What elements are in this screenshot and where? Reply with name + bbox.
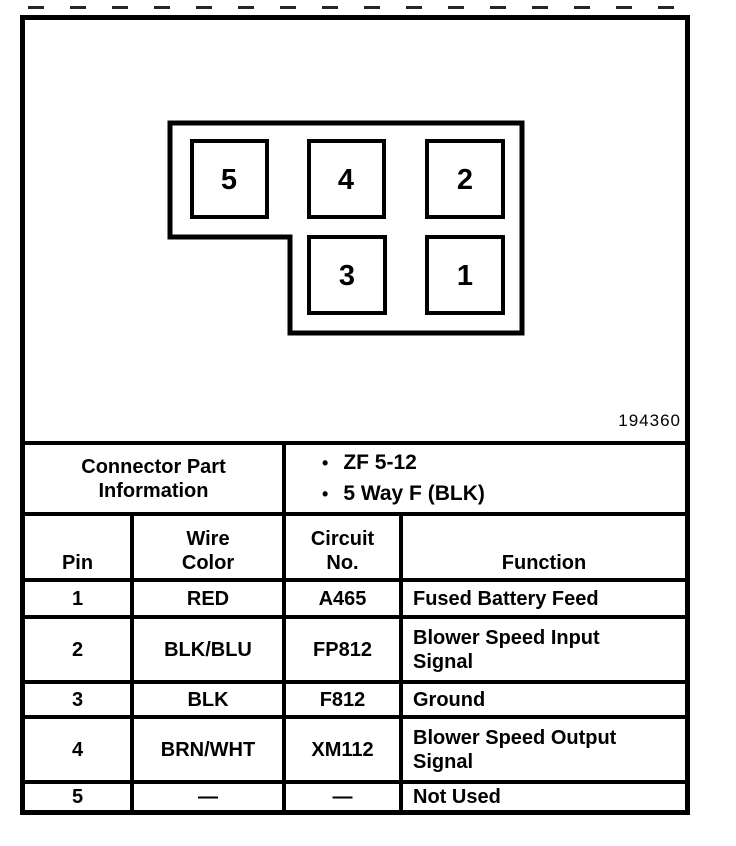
table-row-cell-pin: 2 xyxy=(25,619,134,684)
table-row-cell-circuit: F812 xyxy=(286,684,403,719)
column-header-pin: Pin xyxy=(25,516,134,582)
table-row-cell-function: Ground xyxy=(403,684,685,719)
table-row-cell-wire-color: BLK/BLU xyxy=(134,619,286,684)
part-detail-item: • 5 Way F (BLK) xyxy=(322,482,485,506)
page-frame-inner: 5 4 2 3 1 194360 Connector Part Informat… xyxy=(25,20,685,810)
connector-info-table: Connector Part Information • ZF 5-12 • 5… xyxy=(25,441,685,814)
table-row-cell-function: Blower Speed Output Signal xyxy=(403,719,685,784)
part-detail-text: 5 Way F (BLK) xyxy=(343,482,485,505)
part-info-label: Connector Part Information xyxy=(81,455,226,502)
page-frame: 5 4 2 3 1 194360 Connector Part Informat… xyxy=(20,15,690,815)
table-row-cell-pin: 1 xyxy=(25,582,134,619)
table-row-cell-circuit: — xyxy=(286,784,403,810)
table-row-cell-circuit: XM112 xyxy=(286,719,403,784)
pin-label-5: 5 xyxy=(221,164,237,196)
table-row-cell-wire-color: RED xyxy=(134,582,286,619)
table-row-cell-circuit: A465 xyxy=(286,582,403,619)
table-row-cell-wire-color: BLK xyxy=(134,684,286,719)
part-detail-item: • ZF 5-12 xyxy=(322,451,417,475)
column-header-wire-color: Wire Color xyxy=(134,516,286,582)
pin-cavity-1 xyxy=(425,235,505,315)
bullet-icon: • xyxy=(322,453,329,473)
pin-label-4: 4 xyxy=(338,164,354,196)
part-detail-text: ZF 5-12 xyxy=(343,451,417,474)
part-details-cell: • ZF 5-12 • 5 Way F (BLK) xyxy=(286,445,685,516)
pin-cavity-4 xyxy=(307,139,386,219)
pin-cavity-3 xyxy=(307,235,387,315)
table-row-cell-wire-color: — xyxy=(134,784,286,810)
scan-artifact-top-edge xyxy=(28,6,676,9)
figure-number: 194360 xyxy=(618,411,681,430)
pin-label-2: 2 xyxy=(457,164,473,196)
column-header-circuit-no: Circuit No. xyxy=(286,516,403,582)
column-header-function: Function xyxy=(403,516,685,582)
pin-label-3: 3 xyxy=(339,260,355,292)
table-row-cell-function: Fused Battery Feed xyxy=(403,582,685,619)
pin-cavity-5 xyxy=(190,139,269,219)
table-row-cell-pin: 3 xyxy=(25,684,134,719)
connector-diagram: 5 4 2 3 1 xyxy=(167,120,525,336)
table-row-cell-circuit: FP812 xyxy=(286,619,403,684)
table-row-cell-pin: 5 xyxy=(25,784,134,810)
table-row-cell-pin: 4 xyxy=(25,719,134,784)
pin-label-1: 1 xyxy=(457,260,473,292)
pin-cavity-2 xyxy=(425,139,505,219)
table-row-cell-function: Blower Speed Input Signal xyxy=(403,619,685,684)
part-info-header-cell: Connector Part Information xyxy=(25,445,286,516)
table-row-cell-wire-color: BRN/WHT xyxy=(134,719,286,784)
table-row-cell-function: Not Used xyxy=(413,786,501,808)
bullet-icon: • xyxy=(322,484,329,504)
